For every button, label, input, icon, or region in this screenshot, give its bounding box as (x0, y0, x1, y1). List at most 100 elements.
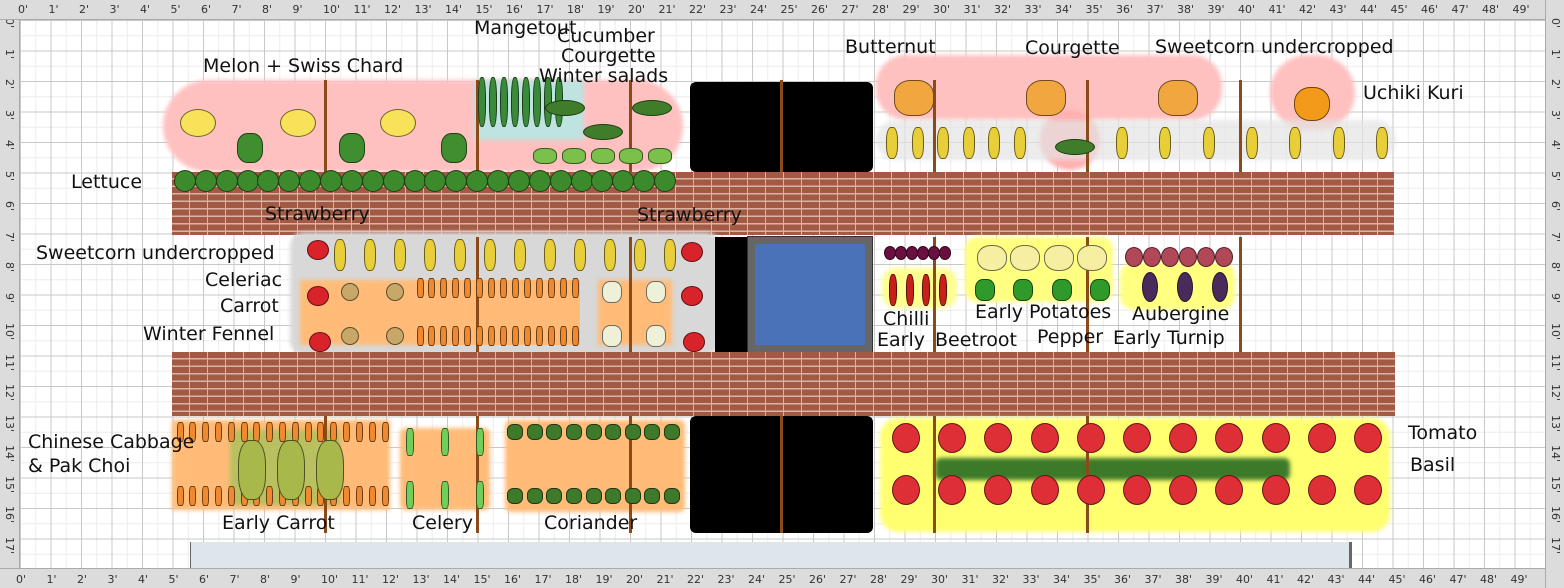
plant-carrot-icon[interactable] (317, 422, 325, 442)
plant-tomato-icon[interactable] (1307, 475, 1336, 505)
plant-carrot-icon[interactable] (330, 422, 338, 442)
plant-lettuce-icon[interactable] (174, 170, 196, 192)
plant-carrot-icon[interactable] (488, 326, 496, 346)
plant-carrot-icon[interactable] (476, 278, 484, 298)
plant-pepper-icon[interactable] (1051, 279, 1072, 301)
plant-butternut-icon[interactable] (1026, 80, 1066, 116)
plant-coriander-icon[interactable] (526, 488, 543, 504)
plant-tomato-icon[interactable] (1169, 423, 1198, 453)
plant-carrot-icon[interactable] (368, 422, 376, 442)
plant-corn-icon[interactable] (664, 239, 676, 271)
plant-lettuce-icon[interactable] (633, 170, 656, 192)
plant-turnip-icon[interactable] (1161, 247, 1179, 267)
plant-celeriac-icon[interactable] (386, 283, 404, 301)
plant-carrot-icon[interactable] (202, 486, 210, 506)
plant-fennel-icon[interactable] (646, 325, 666, 347)
plant-beet-icon[interactable] (939, 246, 951, 260)
plant-celery-icon[interactable] (441, 481, 449, 509)
plant-carrot-icon[interactable] (452, 278, 460, 298)
plant-turnip-icon[interactable] (1179, 247, 1197, 267)
plant-carrot-icon[interactable] (571, 326, 579, 346)
plant-tomato-icon[interactable] (1215, 475, 1244, 505)
plant-coriander-icon[interactable] (585, 424, 602, 440)
plant-lettuce-icon[interactable] (361, 170, 384, 192)
plant-lettuce-icon[interactable] (507, 170, 530, 192)
plant-chilli-icon[interactable] (922, 274, 931, 306)
plant-carrot-icon[interactable] (499, 278, 507, 298)
plant-mangetout-icon[interactable] (500, 77, 508, 127)
plant-carrot-icon[interactable] (304, 422, 312, 442)
plant-turnip-icon[interactable] (1125, 247, 1143, 267)
plant-coriander-icon[interactable] (644, 488, 661, 504)
plant-strawberry-icon[interactable] (681, 242, 703, 262)
plant-corn-icon[interactable] (911, 127, 924, 159)
plant-carrot-icon[interactable] (355, 422, 363, 442)
plant-salad-icon[interactable] (561, 148, 586, 164)
plant-corn-icon[interactable] (962, 127, 975, 159)
plant-aubergine-icon[interactable] (1212, 272, 1228, 302)
plant-carrot-icon[interactable] (266, 486, 274, 506)
plant-carrot-icon[interactable] (547, 326, 555, 346)
plant-tomato-icon[interactable] (1123, 475, 1151, 505)
plant-coriander-icon[interactable] (507, 424, 523, 440)
plant-pepper-icon[interactable] (1013, 279, 1034, 301)
plant-cabbage-icon[interactable] (277, 440, 305, 500)
plant-carrot-icon[interactable] (176, 486, 184, 506)
plant-cabbage-icon[interactable] (316, 440, 344, 500)
plant-corn-icon[interactable] (484, 239, 496, 271)
plant-coriander-icon[interactable] (624, 424, 641, 440)
plant-potato-icon[interactable] (977, 245, 1007, 271)
plant-corn-icon[interactable] (1289, 127, 1302, 159)
plant-corn-icon[interactable] (1332, 127, 1345, 159)
plant-coriander-icon[interactable] (664, 488, 680, 504)
plant-potato-icon[interactable] (1077, 245, 1107, 271)
plant-celery-icon[interactable] (476, 428, 484, 456)
plant-corn-icon[interactable] (514, 239, 526, 271)
pond[interactable] (747, 236, 873, 353)
plant-carrot-icon[interactable] (368, 486, 376, 506)
plant-celery-icon[interactable] (406, 481, 414, 509)
plant-fennel-icon[interactable] (602, 281, 622, 303)
plant-corn-icon[interactable] (394, 239, 406, 271)
plant-coriander-icon[interactable] (565, 488, 582, 504)
plant-turnip-icon[interactable] (1143, 247, 1161, 267)
plant-carrot-icon[interactable] (343, 486, 351, 506)
plant-carrot-icon[interactable] (440, 326, 448, 346)
plant-carrot-icon[interactable] (464, 326, 472, 346)
plant-coriander-icon[interactable] (565, 424, 582, 440)
plant-strawberry-icon[interactable] (307, 286, 329, 306)
plant-mangetout-icon[interactable] (478, 77, 486, 127)
plant-tomato-icon[interactable] (1076, 475, 1105, 505)
plant-lettuce-icon[interactable] (403, 170, 426, 192)
plant-carrot-icon[interactable] (291, 422, 299, 442)
plant-carrot-icon[interactable] (214, 422, 222, 442)
plant-celeriac-icon[interactable] (341, 327, 359, 345)
plant-melon-icon[interactable] (180, 109, 216, 137)
plant-carrot-icon[interactable] (416, 278, 424, 298)
plant-tomato-icon[interactable] (1261, 475, 1290, 505)
plant-tomato-icon[interactable] (984, 423, 1013, 453)
plant-pepper-icon[interactable] (975, 279, 995, 301)
plant-chilli-icon[interactable] (939, 274, 947, 306)
plant-lettuce-icon[interactable] (570, 170, 593, 192)
plant-carrot-icon[interactable] (571, 278, 579, 298)
plant-tomato-icon[interactable] (1307, 423, 1336, 453)
plant-cabbage-icon[interactable] (238, 440, 266, 500)
plant-tomato-icon[interactable] (984, 475, 1013, 505)
plant-carrot-icon[interactable] (343, 422, 351, 442)
plant-chilli-icon[interactable] (889, 274, 897, 306)
plant-turnip-icon[interactable] (1215, 247, 1233, 267)
plant-carrot-icon[interactable] (488, 278, 496, 298)
plant-coriander-icon[interactable] (585, 488, 602, 504)
plant-chard-icon[interactable] (237, 133, 263, 163)
basil-row[interactable] (935, 458, 1290, 480)
plant-potato-icon[interactable] (1010, 245, 1041, 271)
plant-carrot-icon[interactable] (381, 486, 389, 506)
plant-carrot-icon[interactable] (416, 326, 424, 346)
plant-lettuce-icon[interactable] (654, 170, 676, 192)
plant-tomato-icon[interactable] (892, 423, 920, 453)
plant-carrot-icon[interactable] (464, 278, 472, 298)
plant-lettuce-icon[interactable] (236, 170, 259, 192)
plant-carrot-icon[interactable] (535, 278, 543, 298)
plant-mangetout-icon[interactable] (511, 77, 519, 127)
